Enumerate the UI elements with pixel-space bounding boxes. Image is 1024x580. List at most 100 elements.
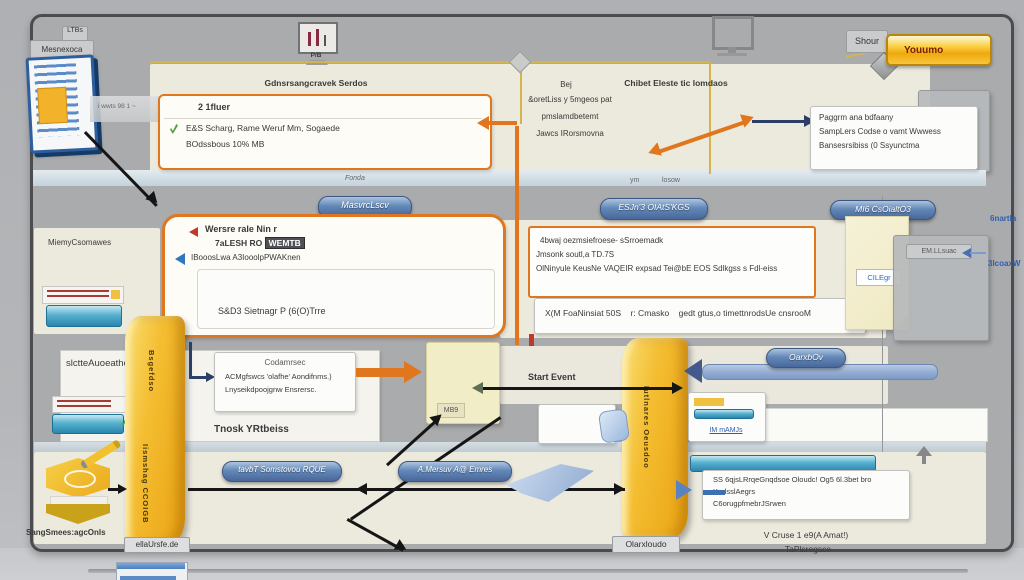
bottom-note-1: V Cruse 1 e9(A Amat!) — [748, 530, 864, 541]
box6-line1-label: ACMgfswcs 'olafhe' Aondifnms.) — [225, 372, 332, 381]
box6-line2: Lnyseikdpoojgnw Ensrersc. — [225, 385, 317, 395]
connector-note-label: i wwts 98 1 ~ — [98, 103, 136, 110]
band1-header-left: Gdnsrsangcravek Serdos — [240, 78, 392, 89]
bottom-blue-sliver — [120, 576, 176, 580]
band2-left-label-text: MiemyCsomawes — [48, 238, 112, 247]
small-blue-arrow-tail — [970, 252, 986, 254]
hex-to-ribbon-line — [108, 488, 122, 491]
band3-left-label: slctteAuoeathc: — [66, 358, 131, 370]
box4-line1: 4bwaj oezmsiefroese- sSrroemadk — [540, 236, 663, 245]
pill-oracle-label: OarxbOv — [788, 352, 823, 362]
bottom-left-chip-bar — [117, 563, 185, 569]
orange-elbow-vertical — [515, 126, 519, 170]
chart-icon — [298, 22, 338, 54]
box2-line1-tag: WEMTB — [264, 237, 305, 249]
box3-line3-label: Bansesrsibiss (0 Ssyunctma — [819, 141, 920, 150]
box2-strategy: S&D3 Sietnagr P (6(O)Trre — [218, 306, 326, 316]
box6-line2-label: Lnyseikdpoojgnw Ensrersc. — [225, 385, 317, 394]
box3-line1: Paggrm ana bdfaany — [819, 113, 893, 122]
pill-adapter: A.Mersuv A@ Emres — [398, 461, 512, 482]
yellow-connector-vertical-2 — [709, 62, 711, 174]
postit-tag-label: MB9 — [443, 407, 459, 414]
start-event-head-left — [472, 382, 483, 394]
pill-messagebox-label: MasvrcLscv — [341, 200, 389, 210]
band4-head-right — [614, 483, 625, 495]
monitor-base — [717, 53, 747, 56]
thumbnail-yellow-dot — [111, 290, 120, 299]
blue-long-arrow-head — [684, 359, 702, 383]
box4-line1-label: 4bwaj oezmsiefroese- sSrroemadk — [540, 236, 664, 245]
itinerary-ribbon-right: Iutlnares Oeusdoo — [622, 338, 688, 538]
bottom-left-chip — [116, 562, 188, 580]
hexagon-label: SangSmees:agcOnls — [26, 528, 106, 537]
box8-line2-label: KodsslAegrs — [713, 487, 756, 496]
action-button[interactable]: Youumo — [886, 34, 992, 66]
ribbon2-label-text: Olarxloudo — [625, 539, 667, 549]
navy-arrowhead-right — [804, 115, 815, 127]
box3-line3: Bansesrsibiss (0 Ssyunctma — [819, 141, 919, 150]
hexagon-label-text: SangSmees:agcOnls — [26, 528, 106, 537]
framework-box: 4bwaj oezmsiefroese- sSrroemadk Jmsonk s… — [528, 226, 816, 298]
folder-icon — [37, 86, 68, 125]
check-icon — [170, 124, 178, 134]
pill-orchestrations: ESJn'3 OIAtS'KGS — [600, 198, 708, 220]
pill-route-label: tavbT Somstovou RQUE — [238, 465, 326, 474]
up-tree-icon — [916, 446, 932, 456]
lane-strip-blue-2 — [34, 442, 986, 452]
sticky-tag: CILEgr — [856, 269, 902, 286]
box1-line2-label: BOdssbous 10% MB — [186, 139, 265, 149]
lane-strip-blue — [33, 170, 986, 186]
itinerary-ribbon-left: Bsgefdso Iismshag CCOIGB — [125, 316, 185, 544]
band1-note-line1: &oretLiss y 5mgeos pat — [512, 95, 628, 104]
action-button-label: Youumo — [904, 45, 944, 56]
pill-adapter-label: A.Mersuv A@ Emres — [417, 465, 493, 474]
top-left-tag-label: Mesnexoca — [41, 45, 83, 54]
band1-note-line1-label: &oretLiss y 5mgeos pat — [528, 95, 612, 104]
box2-line2-label: IBooosLwa A3IooolpPWAKnen — [191, 253, 301, 262]
box8-line2: KodsslAegrs — [713, 487, 756, 497]
hexagon-scribble — [64, 470, 96, 488]
box8-line1-label: SS 6qjsLRrqeGnqdsoe Oloudc! Og5 6l.3bet … — [713, 475, 872, 484]
notes-box-top-right: Paggrm ana bdfaany SampLers Codse o vamt… — [810, 106, 978, 170]
box8-blue-accent — [703, 490, 725, 495]
navy-elbow-head — [206, 372, 215, 382]
box1-divider — [164, 118, 482, 119]
thumbnail-teal-bar-2 — [52, 414, 124, 434]
band1-header-right-label: Chibet Eleste tic lomdaos — [624, 78, 728, 88]
pill-oracle: OarxbOv — [766, 348, 846, 368]
box3-line2: SampLers Codse o vamt Wwwess — [819, 127, 941, 136]
hex-to-ribbon-head — [118, 484, 127, 494]
box6-title: Codamrsec — [235, 358, 335, 367]
start-event-head-right — [672, 382, 683, 394]
itinerary-filter-box: 2 1fluer E&S Scharg, Rame Weruf Mm, Soga… — [158, 94, 492, 170]
strip-label-right: losow — [662, 177, 680, 185]
up-tree-stem — [922, 456, 926, 464]
pill-orchestrations-label: ESJn'3 OIAtS'KGS — [618, 202, 690, 212]
monitor-stand — [728, 47, 736, 53]
start-event-label-text: Start Event — [528, 372, 576, 382]
navy-connector — [752, 120, 806, 123]
chart-caption: P/B — [296, 52, 336, 59]
pill-console-label: MI6 CsOialtO3 — [855, 204, 911, 214]
table-edge-line — [88, 569, 968, 573]
orange-big-arrow-body — [356, 368, 406, 377]
share-tag: Shour — [846, 30, 888, 53]
orange-elbow-horizontal — [489, 121, 517, 125]
itinerary-rule-box: Wersre rale Nin r 7aLESH RO WEMTB IBooos… — [162, 214, 506, 338]
orange-trunk-vertical — [515, 170, 519, 345]
pill-route: tavbT Somstovou RQUE — [222, 461, 342, 482]
panel-tag: EM.LLsuac — [906, 244, 972, 259]
orange-arrowhead-left — [477, 116, 489, 130]
strip-label-left-text: Fonda — [345, 175, 365, 182]
share-tag-label: Shour — [854, 36, 880, 46]
monitor-icon — [712, 16, 754, 50]
conditions-box: Codamrsec ACMgfswcs 'olafhe' Aondifnms.)… — [214, 352, 356, 412]
connector-note: i wwts 98 1 ~ — [98, 103, 136, 110]
start-event-label: Start Event — [528, 372, 576, 382]
band1-header-right: Chibet Eleste tic lomdaos — [596, 78, 756, 89]
thumbnail-lines — [47, 290, 109, 300]
strip-label-left: Fonda — [345, 175, 365, 183]
card-yellow-tab — [694, 398, 724, 406]
right-edge-label-bottom-text: 3lcoaxW — [988, 259, 1021, 268]
